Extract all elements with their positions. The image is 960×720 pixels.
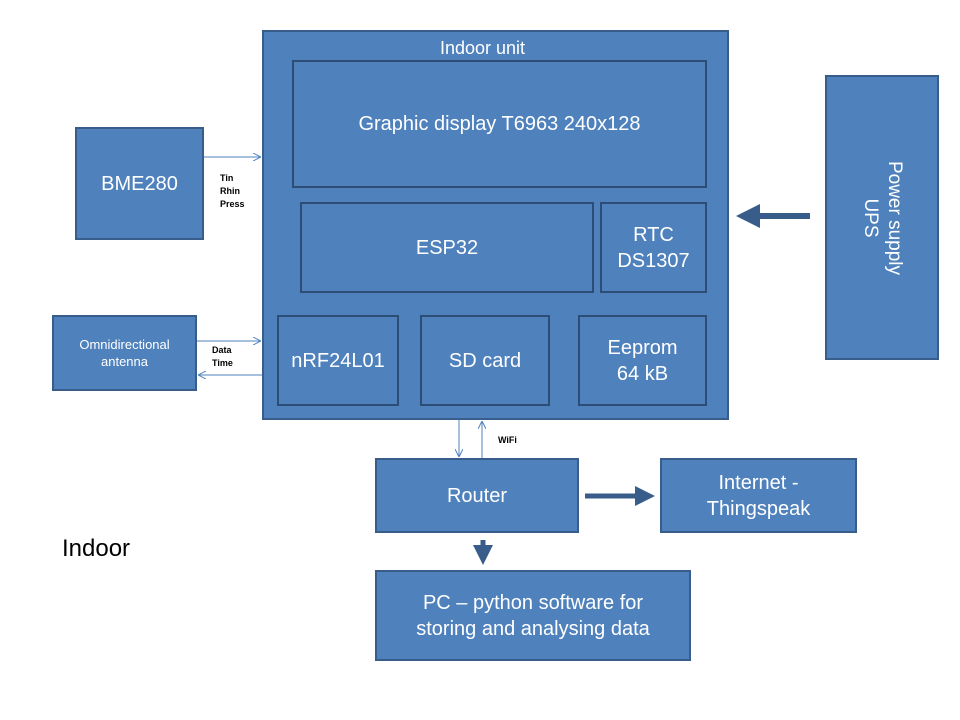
rtc-box: RTC DS1307: [600, 202, 707, 293]
eeprom-label-line2: 64 kB: [616, 362, 669, 385]
signal-data: Data: [212, 345, 232, 355]
nrf24l01-box: nRF24L01: [277, 315, 399, 406]
internet-label-line1: Internet -: [718, 471, 799, 494]
antenna-box: Omnidirectional antenna: [52, 315, 197, 391]
wifi-label: WiFi: [498, 435, 517, 445]
signal-press: Press: [220, 199, 245, 209]
esp32-label: ESP32: [415, 236, 479, 259]
graphic-display-label: Graphic display T6963 240x128: [358, 113, 641, 135]
antenna-label-line2: antenna: [101, 354, 148, 369]
bme280-box: BME280: [75, 127, 204, 240]
indoor-page-label: Indoor: [62, 535, 131, 562]
router-box: Router: [375, 458, 579, 533]
signal-rhin: Rhin: [220, 186, 240, 196]
bme280-label: BME280: [101, 172, 178, 195]
graphic-display-box: Graphic display T6963 240x128: [292, 60, 707, 188]
router-label: Router: [446, 484, 508, 507]
pc-software-box: PC – python software for storing and ana…: [375, 570, 691, 661]
eeprom-box: Eeprom 64 kB: [578, 315, 707, 406]
esp32-box: ESP32: [300, 202, 594, 293]
rtc-label-line2: DS1307: [617, 249, 690, 272]
power-supply-box: Power supply UPS: [825, 75, 939, 360]
pc-label-line2: storing and analysing data: [416, 617, 650, 640]
nrf24l01-label: nRF24L01: [291, 349, 385, 372]
internet-label-line2: Thingspeak: [706, 497, 811, 520]
signal-time: Time: [212, 358, 233, 368]
signal-tin: Tin: [220, 173, 234, 183]
eeprom-label-line1: Eeprom: [607, 336, 678, 359]
internet-thingspeak-box: Internet - Thingspeak: [660, 458, 857, 533]
rtc-label-line1: RTC: [633, 223, 674, 246]
antenna-signal-labels: Data Time: [212, 344, 233, 370]
indoor-unit-title: Indoor unit: [440, 38, 526, 58]
sd-card-box: SD card: [420, 315, 550, 406]
antenna-label-line1: Omnidirectional: [79, 337, 170, 352]
sd-card-label: SD card: [448, 349, 522, 372]
bme-signal-labels: Tin Rhin Press: [220, 172, 245, 211]
pc-label-line1: PC – python software for: [422, 591, 644, 614]
